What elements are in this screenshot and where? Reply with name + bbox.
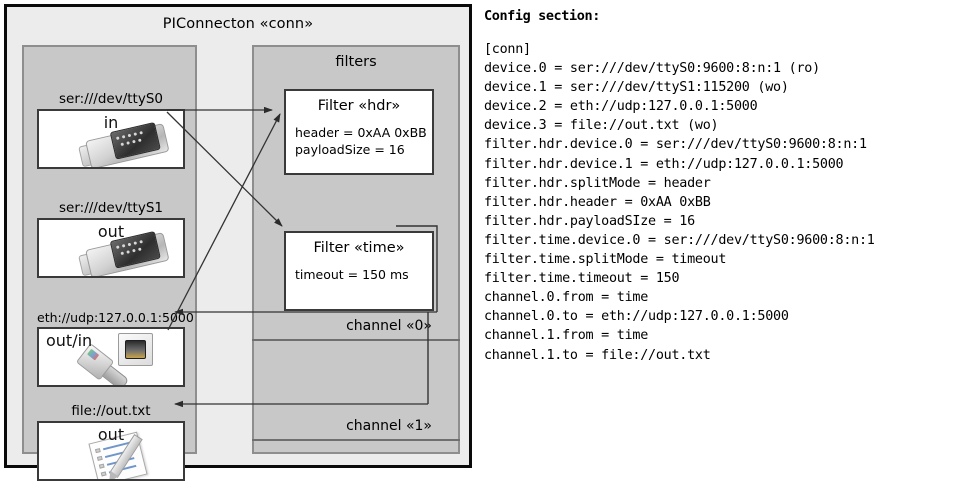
channel-row-0: channel «0» [252, 207, 460, 341]
config-line: device.2 = eth://udp:127.0.0.1:5000 [484, 99, 758, 115]
device-group-eth[interactable]: eth://udp:127.0.0.1:5000 out/in [37, 308, 194, 387]
filter-property: payloadSize = 16 [295, 142, 405, 157]
device-io-label: out [97, 222, 125, 241]
config-line: device.1 = ser:///dev/ttyS1:115200 (wo) [484, 80, 789, 96]
filter-box-time[interactable]: Filter «time» timeout = 150 ms [284, 231, 434, 311]
device-box[interactable]: out [37, 218, 185, 278]
device-group-ttys1[interactable]: ser:///dev/ttyS1 out [37, 199, 185, 278]
config-line: filter.hdr.device.0 = ser:///dev/ttyS0:9… [484, 137, 867, 153]
filter-title: Filter «hdr» [317, 98, 401, 114]
device-group-ttys0[interactable]: ser:///dev/ttyS0 in [37, 90, 185, 169]
device-caption: ser:///dev/ttyS1 [59, 200, 163, 216]
devices-panel: ser:///dev/ttyS0 in [22, 45, 197, 481]
channel-label: channel «0» [346, 318, 432, 334]
config-line: channel.0.to = eth://udp:127.0.0.1:5000 [484, 309, 789, 325]
channel-label: channel «1» [346, 418, 432, 434]
filters-panel-title: filters [335, 54, 377, 70]
filter-title: Filter «time» [313, 240, 405, 256]
device-box[interactable]: in [37, 109, 185, 169]
config-line: filter.hdr.splitMode = header [484, 175, 711, 191]
filter-property: header = 0xAA 0xBB [295, 125, 427, 140]
device-io-label: in [103, 113, 119, 132]
device-group-file[interactable]: file://out.txt out [37, 402, 185, 481]
ethernet-rj45-icon [39, 329, 183, 385]
filters-panel: filters channel «0» channel «1» Filter «… [252, 45, 460, 454]
config-line: device.0 = ser:///dev/ttyS0:9600:8:n:1 (… [484, 61, 820, 77]
device-io-label: out [97, 425, 125, 444]
config-pane: Config section: [conn] device.0 = ser:///… [484, 0, 964, 484]
config-line: filter.time.splitMode = timeout [484, 252, 727, 268]
device-caption: ser:///dev/ttyS0 [59, 91, 163, 107]
device-caption: file://out.txt [71, 403, 151, 419]
config-line: filter.time.timeout = 150 [484, 271, 680, 287]
filter-property: timeout = 150 ms [295, 267, 409, 282]
config-heading: Config section: [484, 8, 600, 24]
config-line: filter.hdr.payloadSIze = 16 [484, 213, 695, 229]
config-line: channel.1.from = time [484, 328, 649, 344]
config-line: filter.time.device.0 = ser:///dev/ttyS0:… [484, 232, 875, 248]
device-caption: eth://udp:127.0.0.1:5000 [37, 310, 194, 325]
connection-diagram-frame: PIConnecton «conn» ser:///dev/ttyS0 in [4, 4, 472, 481]
config-line: channel.1.to = file://out.txt [484, 347, 711, 363]
device-box[interactable]: out/in [37, 327, 185, 387]
config-lines: [conn] device.0 = ser:///dev/ttyS0:9600:8… [484, 40, 875, 365]
channel-row-1: channel «1» [252, 341, 460, 441]
diagram-title: PIConnecton «conn» [162, 16, 314, 32]
device-box[interactable]: out [37, 421, 185, 481]
device-io-label: out/in [46, 331, 93, 350]
config-line: device.3 = file://out.txt (wo) [484, 118, 719, 134]
config-line: filter.hdr.device.1 = eth://udp:127.0.0.… [484, 156, 844, 172]
config-line: [conn] [484, 42, 531, 57]
filter-box-hdr[interactable]: Filter «hdr» header = 0xAA 0xBB payloadS… [284, 89, 434, 175]
config-line: channel.0.from = time [484, 290, 649, 306]
config-line: filter.hdr.header = 0xAA 0xBB [484, 194, 711, 210]
